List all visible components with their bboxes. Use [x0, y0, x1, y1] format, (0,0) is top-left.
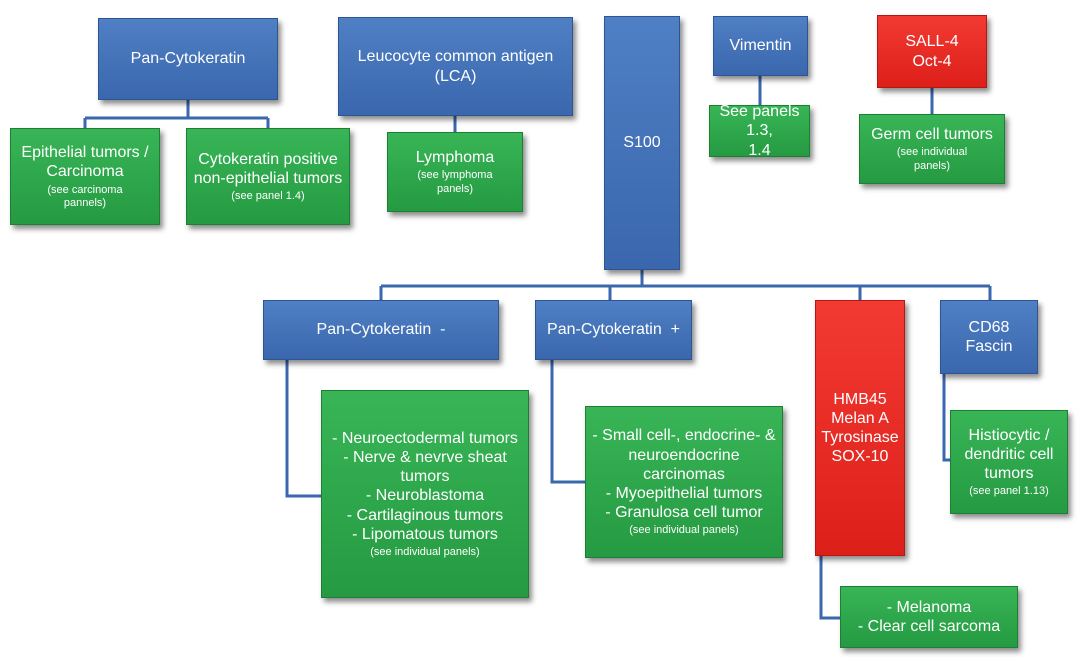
ck-positive-line1: Cytokeratin positive	[198, 150, 338, 168]
histiocytic-note: (see panel 1.13)	[969, 485, 1049, 498]
sox10-label: SOX-10	[831, 448, 889, 466]
neuro-note: (see individual panels)	[370, 545, 480, 558]
connector-cd68	[942, 374, 950, 462]
pan-ck-neg-label: Pan-Cytokeratin -	[316, 321, 446, 339]
cd68-fascin-box: CD68 Fascin	[940, 300, 1038, 374]
pan-cytokeratin-negative-box: Pan-Cytokeratin -	[263, 300, 499, 360]
histiocytic-line1: Histiocytic /	[968, 426, 1050, 444]
histiocytic-line2: dendritic cell	[964, 445, 1054, 463]
vimentin-box: Vimentin	[713, 16, 808, 76]
cd68-label: CD68	[968, 318, 1010, 336]
epithelial-note2: pannels)	[63, 196, 107, 209]
oct4-label: Oct-4	[912, 52, 952, 70]
germ-cell-note2: panels)	[913, 159, 951, 172]
lymphoma-box: Lymphoma (see lymphoma panels)	[387, 132, 523, 212]
small-cell-line1: - Small cell-, endocrine- &	[592, 427, 776, 445]
neuro-line4: - Neuroblastoma	[365, 487, 485, 505]
vimentin-panels-line2: 1.4	[748, 141, 771, 159]
lymphoma-label: Lymphoma	[415, 149, 495, 167]
germ-cell-box: Germ cell tumors (see individual panels)	[859, 114, 1005, 184]
pan-cytokeratin-label: Pan-Cytokeratin	[130, 50, 246, 68]
small-cell-line2: neuroendocrine carcinomas	[628, 446, 740, 483]
lymphoma-note2: panels)	[436, 182, 474, 195]
sall4-oct4-box: SALL-4 Oct-4	[877, 15, 987, 88]
fascin-label: Fascin	[965, 338, 1013, 355]
neuroectodermal-box: - Neuroectodermal tumors - Nerve & nevrv…	[321, 390, 529, 598]
neuro-line3: tumors	[400, 468, 450, 486]
epithelial-note1: (see carcinoma	[47, 183, 123, 196]
lymphoma-note1: (see lymphoma	[417, 169, 493, 182]
s100-box: S100	[604, 16, 680, 270]
tyrosinase-label: Tyrosinase	[821, 429, 899, 446]
ck-positive-note: (see panel 1.4)	[231, 190, 305, 203]
melan-a-label: Melan A	[831, 409, 889, 427]
melanoma-line2: - Clear cell sarcoma	[857, 618, 1001, 635]
neuro-line2: - Nerve & nevrve sheat	[343, 449, 507, 467]
cytokeratin-positive-box: Cytokeratin positive non-epithelial tumo…	[186, 128, 350, 225]
hmb45-label: HMB45	[833, 390, 887, 408]
lca-label-line2: (LCA)	[434, 67, 477, 85]
vimentin-label: Vimentin	[729, 37, 792, 55]
small-cell-line3: - Myoepithelial tumors	[605, 485, 763, 502]
small-cell-note: (see individual panels)	[629, 524, 739, 537]
connector-pan-ck-neg	[285, 360, 321, 498]
epithelial-tumors-box: Epithelial tumors / Carcinoma (see carci…	[10, 128, 160, 225]
ck-positive-line2: non-epithelial tumors	[193, 169, 343, 187]
connector-hmb45	[819, 556, 840, 620]
connector-pan-cytokeratin	[83, 100, 270, 128]
melanoma-box: - Melanoma - Clear cell sarcoma	[840, 586, 1018, 648]
small-cell-line4: - Granulosa cell tumor	[605, 504, 763, 522]
s100-label: S100	[623, 134, 661, 152]
lca-box: Leucocyte common antigen (LCA)	[338, 17, 573, 116]
vimentin-panels-box: See panels 1.3, 1.4	[709, 103, 810, 159]
sall4-label: SALL-4	[905, 33, 959, 51]
neuro-line1: - Neuroectodermal tumors	[332, 429, 518, 447]
epithelial-line2: Carcinoma	[46, 163, 124, 181]
histiocytic-box: Histiocytic / dendritic cell tumors (see…	[950, 410, 1068, 514]
germ-cell-note1: (see individual	[896, 146, 968, 159]
hmb45-box: HMB45 Melan A Tyrosinase SOX-10	[815, 300, 905, 556]
lca-label-line1: Leucocyte common antigen	[357, 48, 554, 66]
epithelial-line1: Epithelial tumors /	[21, 144, 149, 162]
pan-cytokeratin-positive-box: Pan-Cytokeratin +	[535, 300, 692, 360]
melanoma-line1: - Melanoma	[886, 598, 972, 616]
neuro-line6: - Lipomatous tumors	[352, 525, 498, 543]
neuro-line5: - Cartilaginous tumors	[346, 506, 504, 524]
vimentin-panels-line1: See panels 1.3,	[719, 103, 800, 140]
small-cell-box: - Small cell-, endocrine- & neuroendocri…	[585, 406, 783, 558]
connector-s100	[379, 270, 992, 300]
germ-cell-label: Germ cell tumors	[871, 126, 993, 144]
pan-cytokeratin-box: Pan-Cytokeratin	[98, 18, 278, 100]
connector-pan-ck-pos	[550, 360, 585, 484]
histiocytic-line3: tumors	[984, 465, 1034, 482]
pan-ck-pos-label: Pan-Cytokeratin +	[547, 321, 680, 339]
